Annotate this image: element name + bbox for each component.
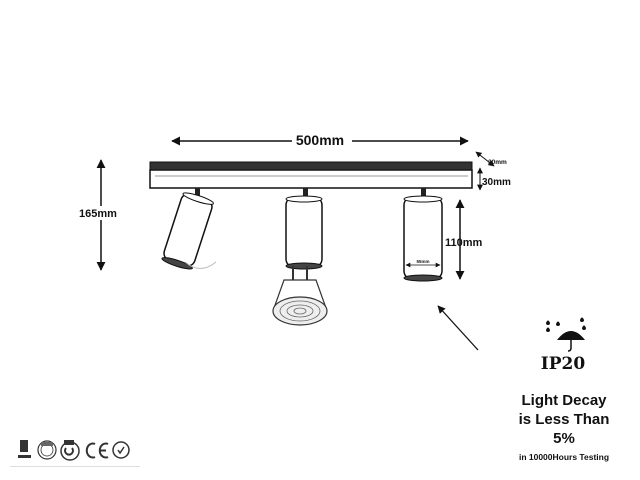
recycle-icon — [18, 437, 31, 459]
spot-diameter-label: 55mm — [416, 259, 429, 264]
gu10-bulb — [272, 266, 328, 326]
rain-umbrella-icon — [546, 317, 586, 352]
width-label: 30mm — [482, 177, 511, 188]
light-decay-line-1: Light Decay — [521, 392, 607, 409]
c-tick-icon — [112, 441, 130, 459]
ip-rating-label: IP20 — [540, 354, 586, 374]
spot-height-label: 110mm — [445, 237, 483, 249]
spotlight-left — [161, 188, 217, 270]
length-label: 500mm — [296, 132, 344, 148]
spotlight-middle — [285, 188, 323, 270]
rohs-icon — [37, 440, 57, 460]
track-bar — [149, 161, 473, 189]
light-decay-line-2: is Less Than — [518, 411, 610, 428]
pointer-arrow — [437, 305, 479, 351]
height-label: 165mm — [79, 208, 117, 220]
ce-icon — [85, 442, 109, 459]
light-decay-note: in 10000Hours Testing — [518, 452, 610, 462]
gs-icon — [60, 440, 80, 461]
depth-dimension-line — [475, 151, 495, 167]
spotlight-right: 55mm — [403, 188, 443, 282]
light-decay-line-3: 5% — [553, 430, 575, 447]
depth-label: 30mm — [488, 159, 507, 166]
footer-divider — [10, 466, 140, 467]
